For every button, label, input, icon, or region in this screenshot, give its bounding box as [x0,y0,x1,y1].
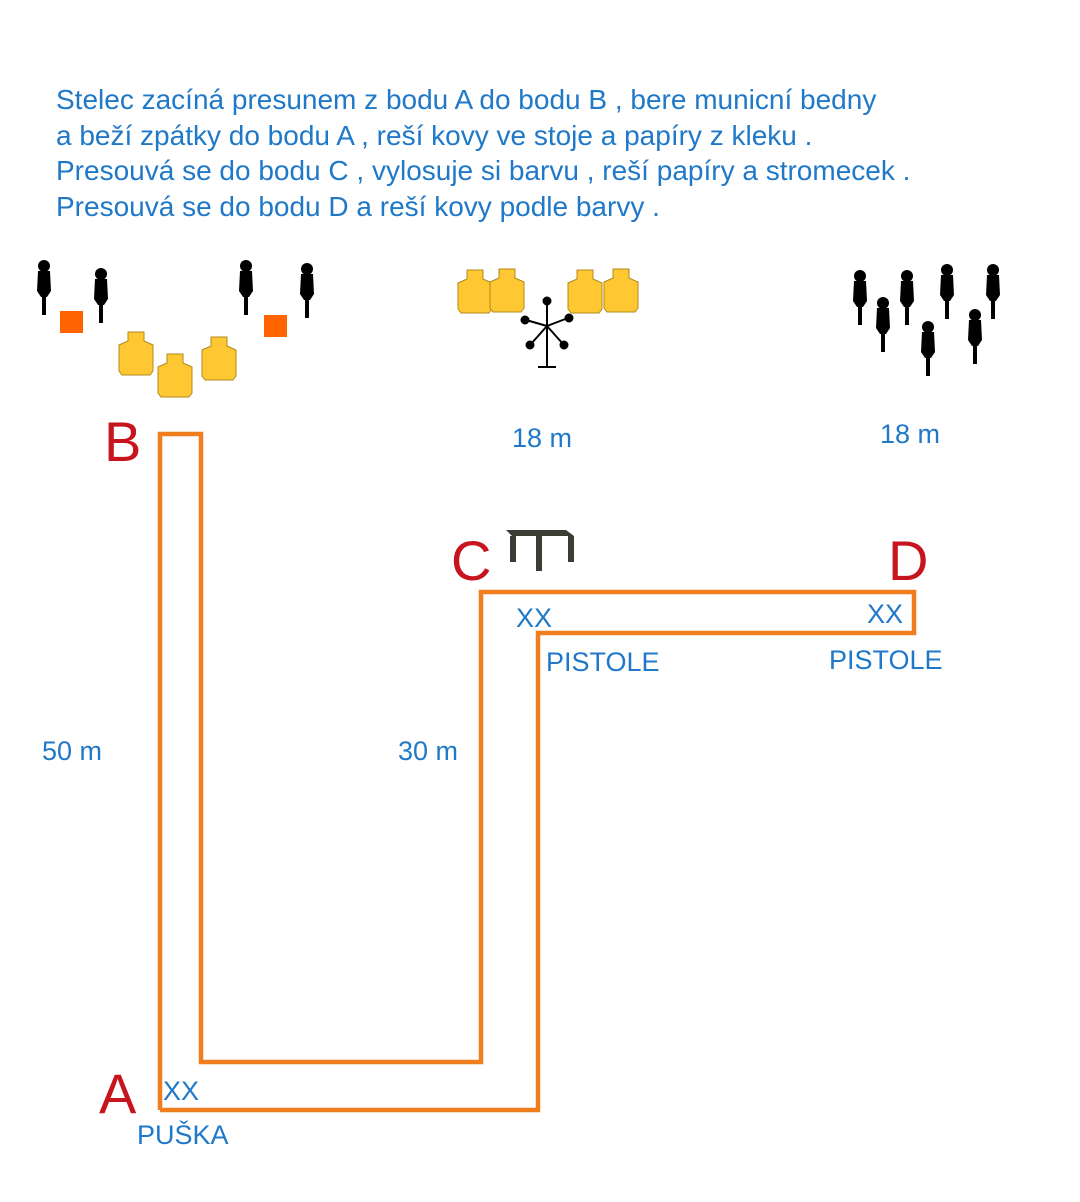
steel-target [968,309,982,364]
paper-target [201,336,237,381]
steel-target [876,297,890,352]
steel-target [921,321,935,376]
steel-target [986,264,1000,319]
shooting-position-mark: XX [867,599,904,629]
steel-target [900,270,914,325]
instruction-line: Stelec zacíná presunem z bodu A do bodu … [56,84,877,115]
paper-target [603,268,639,313]
shooting-position-mark: XX [516,603,553,633]
point-d-label: D [888,529,929,592]
paper-target [567,269,603,314]
position-label: PISTOLE [546,647,660,677]
steel-target [940,264,954,319]
instruction-line: a beží zpátky do bodu A , reší kovy ve s… [56,119,813,151]
paper-target [457,269,493,314]
plate-tree-target [520,296,574,368]
position-label: PUŠKA [137,1120,229,1150]
table-icon [506,530,574,571]
point-b-label: B [104,410,142,473]
paper-target [489,268,525,313]
shooting-position-mark: XX [163,1076,200,1106]
steel-target [853,270,867,325]
distance-label: 18 m [880,419,941,449]
ammo-box [264,315,287,337]
steel-target [300,263,314,318]
ammo-box [60,311,83,333]
steel-target [37,260,51,315]
position-label: PISTOLE [829,645,943,675]
distance-label: 18 m [512,423,573,453]
point-c-label: C [451,529,492,592]
instruction-text: Stelec zacíná presunem z bodu A do bodu … [56,82,910,224]
paper-target [118,331,154,376]
distance-label: 30 m [398,736,459,766]
instruction-line: Presouvá se do bodu D a reší kovy podle … [56,190,660,222]
paper-target [157,353,193,398]
steel-target [94,268,108,323]
instruction-line: Presouvá se do bodu C , vylosuje si barv… [56,155,911,186]
point-a-label: A [99,1062,137,1125]
steel-target [239,260,253,315]
distance-label: 50 m [42,736,103,766]
run-path [157,431,917,1113]
